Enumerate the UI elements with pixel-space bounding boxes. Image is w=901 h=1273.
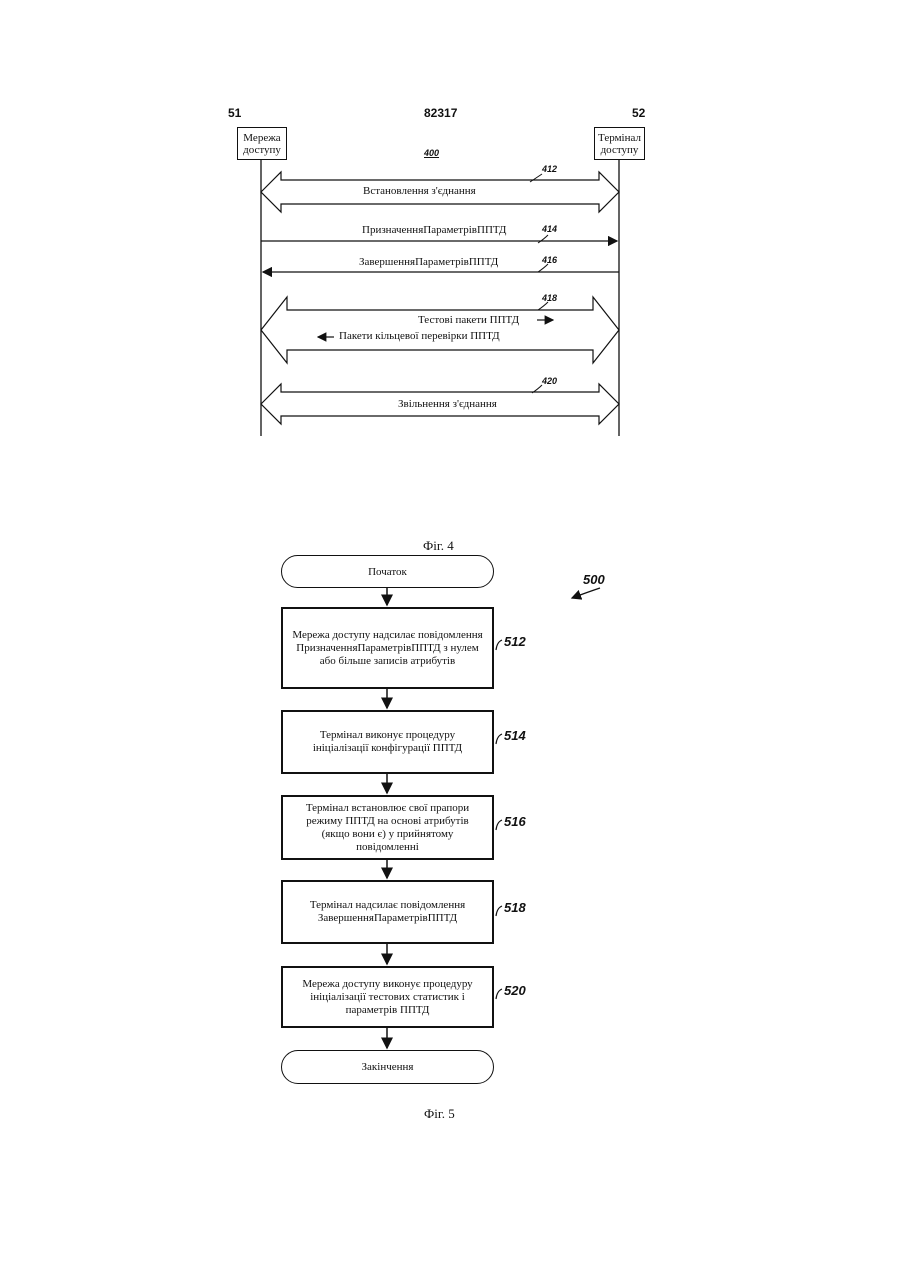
- figure-5-caption: Фіг. 5: [424, 1106, 455, 1122]
- flow-step-516: Термінал встановлює свої прапори режиму …: [281, 795, 494, 860]
- end-terminal: Закінчення: [281, 1050, 494, 1084]
- ref-520: 520: [504, 983, 526, 998]
- ref-514: 514: [504, 728, 526, 743]
- flow-step-518: Термінал надсилає повідомлення Завершенн…: [281, 880, 494, 944]
- flow-step-520: Мережа доступу виконує процедуру ініціал…: [281, 966, 494, 1028]
- figure-4-caption: Фіг. 4: [423, 538, 454, 554]
- ref-516: 516: [504, 814, 526, 829]
- ref-414: 414: [542, 224, 557, 234]
- test-packets-label: Тестові пакети ППТД: [418, 314, 519, 326]
- parameter-assignment-label: ПризначенняПараметрівППТД: [362, 224, 506, 236]
- diagram-ref-400: 400: [424, 148, 439, 158]
- ref-418: 418: [542, 293, 557, 303]
- parameter-complete-label: ЗавершенняПараметрівППТД: [359, 256, 498, 268]
- access-terminal-box: Термінал доступу: [594, 127, 645, 160]
- connection-setup-label: Встановлення з'єднання: [363, 185, 476, 197]
- loopback-packets-label: Пакети кільцевої перевірки ППТД: [339, 330, 500, 342]
- flow-step-512: Мережа доступу надсилає повідомлення При…: [281, 607, 494, 689]
- ref-512: 512: [504, 634, 526, 649]
- connection-release-label: Звільнення з'єднання: [398, 398, 497, 410]
- diagram-ref-500: 500: [583, 572, 605, 587]
- access-network-box: Мережа доступу: [237, 127, 287, 160]
- ref-518: 518: [504, 900, 526, 915]
- diagram-500-pointer: [572, 588, 600, 598]
- flow-step-514: Термінал виконує процедуру ініціалізації…: [281, 710, 494, 774]
- ref-412: 412: [542, 164, 557, 174]
- ref-420: 420: [542, 376, 557, 386]
- start-terminal: Початок: [281, 555, 494, 588]
- ref-416: 416: [542, 255, 557, 265]
